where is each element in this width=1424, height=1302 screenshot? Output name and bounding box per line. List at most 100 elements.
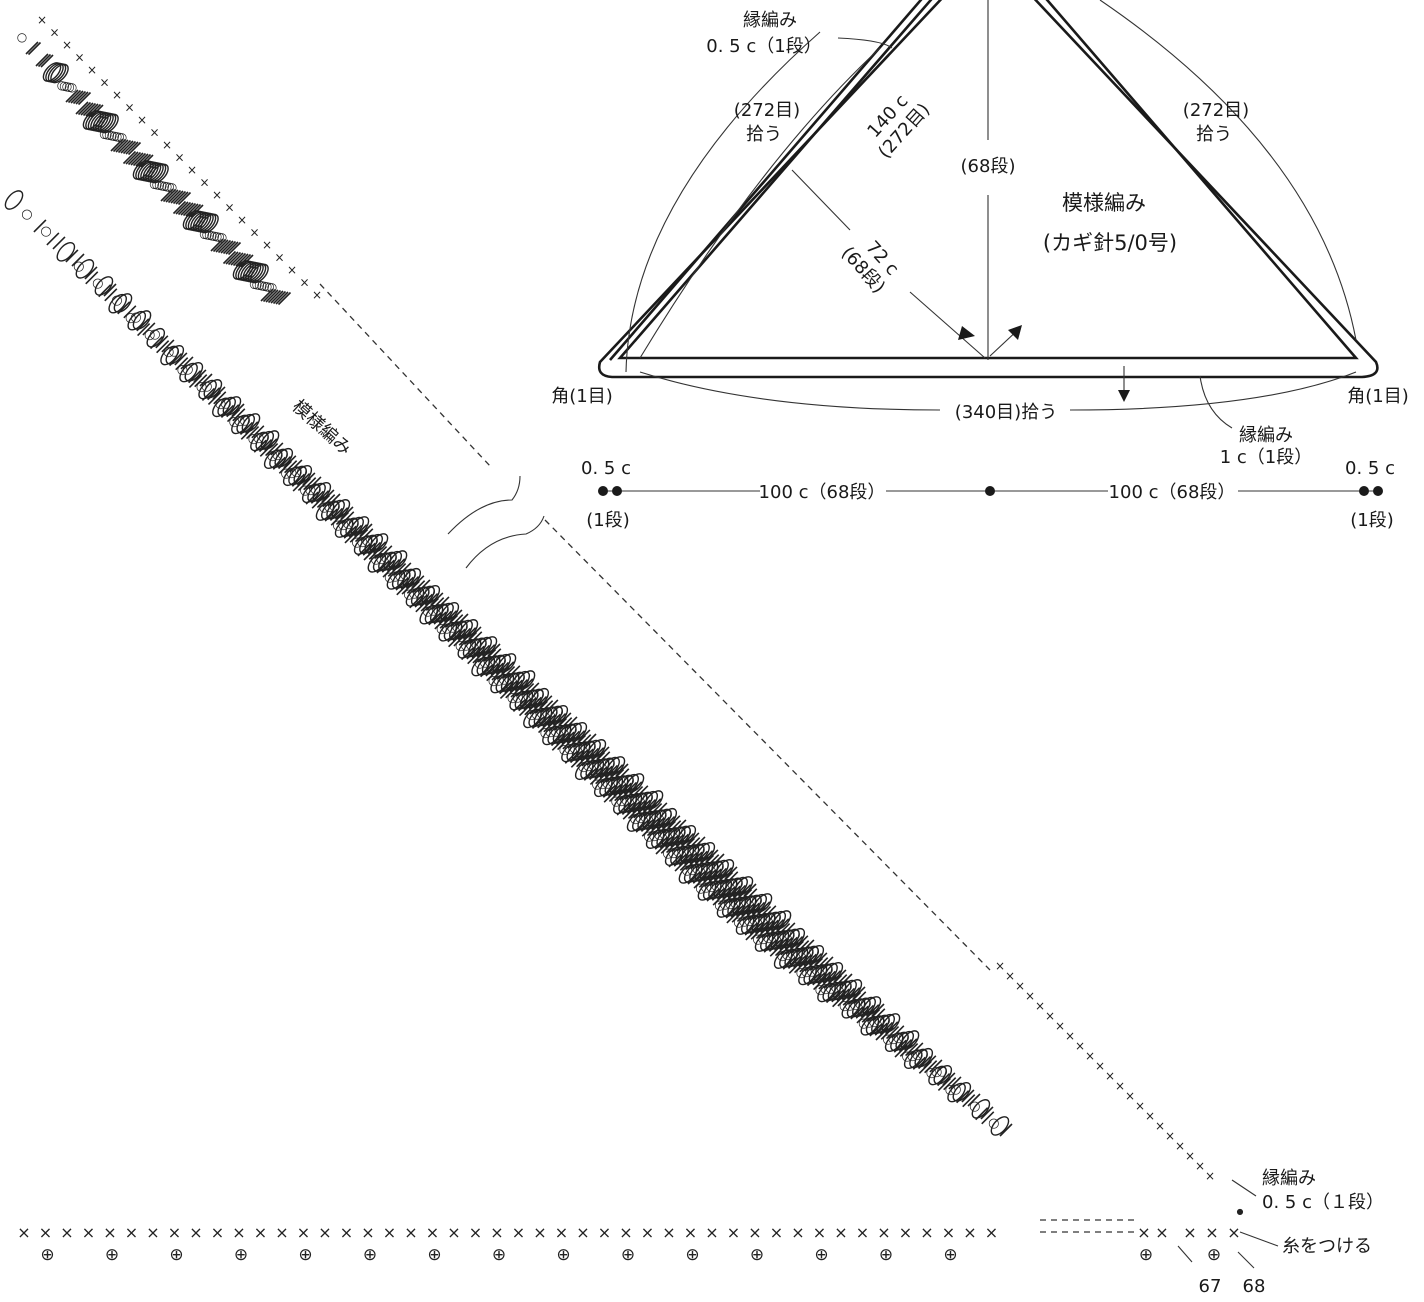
- cluster-stitch: [718, 878, 738, 898]
- double-crochet-stitch: [744, 888, 758, 902]
- double-crochet-stitch: [303, 477, 317, 491]
- cluster-stitch: [860, 1016, 880, 1036]
- picot-cluster-stitch: ⊕: [298, 1245, 312, 1265]
- cluster-stitch: [817, 982, 836, 1003]
- cluster-stitch: [903, 1049, 923, 1070]
- single-crochet-stitch: ×: [318, 1223, 331, 1242]
- double-crochet-stitch: [321, 489, 335, 503]
- chain-stitch: ○: [202, 227, 212, 241]
- cluster-stitch: [645, 829, 665, 849]
- bottom-edge-leader: [1199, 375, 1233, 429]
- cluster-stitch: [405, 587, 425, 607]
- chart-edge-name: 縁編み: [1262, 1168, 1316, 1189]
- cluster-stitch: [672, 825, 691, 846]
- single-crochet-stitch: ×: [383, 1223, 396, 1242]
- picot-cluster-stitch: ⊕: [621, 1245, 635, 1265]
- cluster-stitch: [689, 862, 708, 883]
- cluster-stitch: [658, 807, 678, 828]
- cluster-stitch: [656, 827, 675, 848]
- single-crochet-stitch: ×: [727, 1223, 740, 1242]
- double-crochet-stitch: [217, 239, 232, 254]
- cluster-stitch: [705, 860, 724, 881]
- cluster-stitch: [497, 653, 517, 673]
- cluster-stitch: [670, 845, 689, 866]
- single-crochet-stitch: ×: [275, 1223, 288, 1242]
- cluster-stitch: [198, 379, 217, 400]
- cluster-stitch: [642, 810, 662, 830]
- single-crochet-stitch: ×: [1025, 989, 1035, 1003]
- cluster-stitch: [715, 859, 735, 879]
- cluster-stitch: [410, 586, 430, 607]
- cluster-stitch: [146, 327, 166, 348]
- double-crochet-stitch: [180, 356, 194, 370]
- chain-stitch: ○: [162, 179, 172, 193]
- single-crochet-stitch: ×: [705, 1223, 718, 1242]
- single-crochet-stitch: ×: [249, 226, 259, 240]
- double-crochet-stitch: [757, 905, 772, 920]
- cluster-stitch: [516, 670, 536, 690]
- right-pick-count: (272目): [1183, 100, 1249, 121]
- cluster-stitch: [694, 861, 714, 882]
- single-crochet-stitch: ×: [555, 1223, 568, 1242]
- left-outer-arc: [625, 31, 821, 373]
- single-crochet-stitch: ×: [168, 1223, 181, 1242]
- picot-cluster-stitch: ⊕: [40, 1245, 54, 1265]
- single-crochet-stitch: ×: [1195, 1159, 1205, 1173]
- stitch-chart: 模様編み 縁編み 0. 5 c（１段） 糸をつける 67 68 ○○○○○○○○…: [4, 13, 1384, 1297]
- double-crochet-stitch: [801, 939, 815, 953]
- bottom-left-arc: [639, 371, 941, 411]
- double-crochet-stitch: [398, 562, 412, 576]
- double-crochet-stitch: [743, 883, 757, 897]
- double-crochet-stitch: [137, 153, 152, 168]
- cluster-stitch: [604, 776, 624, 796]
- cluster-stitch: [566, 741, 586, 762]
- cluster-stitch: [871, 1014, 890, 1035]
- double-crochet-stitch: [120, 140, 134, 154]
- single-crochet-stitch: ×: [426, 1223, 439, 1242]
- single-crochet-stitch: ×: [662, 1223, 675, 1242]
- single-crochet-stitch: ×: [87, 63, 97, 77]
- double-crochet-stitch: [161, 339, 175, 353]
- left-pick-verb: 拾う: [746, 124, 782, 145]
- cluster-stitch: [56, 242, 76, 262]
- double-crochet-stitch: [270, 290, 284, 304]
- cluster-stitch: [762, 911, 781, 932]
- double-crochet-stitch: [85, 271, 99, 285]
- double-crochet-stitch: [284, 460, 298, 474]
- cluster-stitch: [288, 465, 307, 486]
- cluster-stitch: [293, 464, 313, 485]
- cluster-stitch: [653, 808, 672, 829]
- double-crochet-stitch: [852, 986, 866, 1000]
- double-crochet-stitch: [597, 751, 611, 765]
- chain-stitch: ○: [254, 278, 264, 292]
- corner-right: 角(1目): [1347, 386, 1409, 407]
- cluster-stitch: [350, 516, 370, 536]
- cluster-stitch: [212, 397, 231, 418]
- double-crochet-stitch: [686, 832, 700, 846]
- cluster-stitch: [563, 722, 582, 743]
- double-crochet-stitch: [871, 1003, 885, 1017]
- double-crochet-stitch: [687, 837, 701, 851]
- cluster-stitch: [753, 893, 773, 913]
- single-crochet-stitch: ×: [598, 1223, 611, 1242]
- break-mark-upper: [447, 475, 521, 535]
- single-crochet-stitch: ×: [103, 1223, 116, 1242]
- single-crochet-stitch: ×: [237, 213, 247, 227]
- double-crochet-stitch: [277, 291, 292, 306]
- single-crochet-stitch: ×: [254, 1223, 267, 1242]
- double-crochet-stitch: [629, 785, 644, 800]
- single-crochet-stitch: ×: [1065, 1029, 1075, 1043]
- single-crochet-stitch: ×: [813, 1223, 826, 1242]
- bottom-right-arc: [1069, 371, 1357, 411]
- double-crochet-stitch: [110, 138, 124, 152]
- single-crochet-stitch: ×: [189, 1223, 202, 1242]
- double-crochet-stitch: [782, 922, 796, 936]
- double-crochet-stitch: [526, 682, 540, 696]
- attach-leader: [1239, 1231, 1279, 1247]
- cluster-stitch: [666, 826, 686, 847]
- chain-stitch: ○: [207, 228, 217, 242]
- double-crochet-stitch: [82, 102, 97, 117]
- cluster-stitch: [471, 656, 490, 677]
- double-crochet-stitch: [232, 252, 247, 267]
- cluster-stitch: [132, 310, 152, 330]
